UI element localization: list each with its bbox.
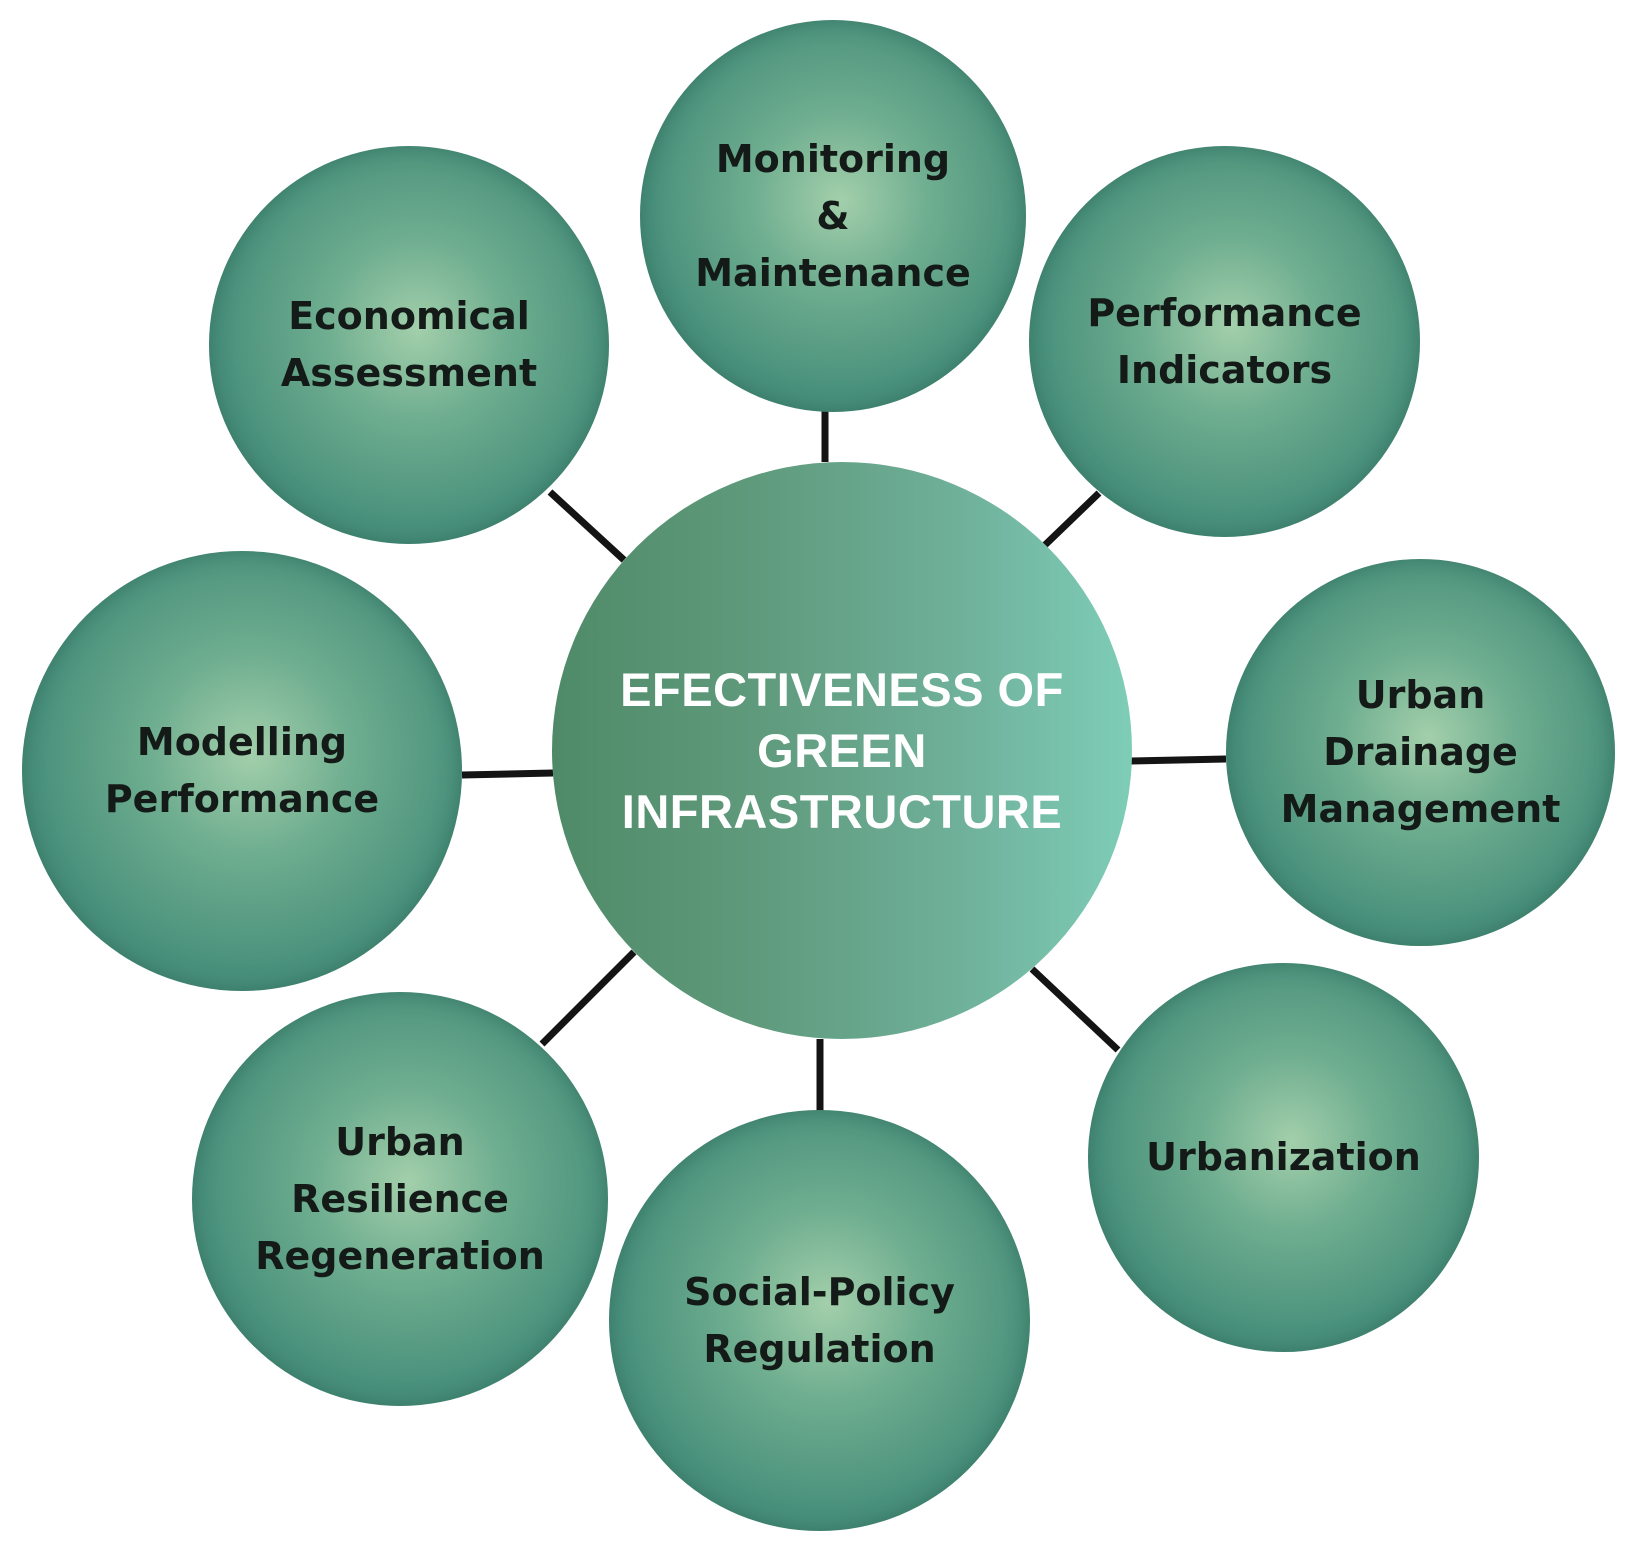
node-performance-indicators-label: Performance Indicators xyxy=(1087,290,1362,392)
center-node: EFECTIVENESS OF GREEN INFRASTRUCTURE xyxy=(552,462,1132,1039)
node-economical-assessment: Economical Assessment xyxy=(209,146,609,544)
node-urban-drainage-management: Urban Drainage Management xyxy=(1226,559,1615,946)
node-urbanization-label: Urbanization xyxy=(1146,1135,1421,1179)
connector-line-urban-resilience xyxy=(539,949,637,1047)
connector-line-performance-indicators xyxy=(1042,490,1102,548)
node-urban-resilience-label: Urban Resilience Regeneration xyxy=(255,1119,545,1278)
node-social-policy-label: Social-Policy Regulation xyxy=(684,1269,955,1371)
connector-line-modelling xyxy=(461,769,554,779)
connector-line-urbanization xyxy=(1029,966,1121,1053)
node-performance-indicators: Performance Indicators xyxy=(1029,146,1420,537)
node-economical-label: Economical Assessment xyxy=(280,294,538,395)
node-urban-drainage-label: Urban Drainage Management xyxy=(1280,673,1561,831)
connector-line-urban-drainage xyxy=(1130,755,1227,765)
node-modelling-performance: Modelling Performance xyxy=(22,551,462,991)
node-urbanization: Urbanization xyxy=(1088,963,1479,1352)
center-title: EFECTIVENESS OF GREEN INFRASTRUCTURE xyxy=(620,663,1064,838)
node-social-policy-regulation: Social-Policy Regulation xyxy=(609,1110,1030,1531)
connector-line-economical xyxy=(547,489,627,563)
node-modelling-label: Modelling Performance xyxy=(104,720,380,821)
node-monitoring-label: Monitoring & Maintenance xyxy=(695,136,971,295)
node-monitoring-maintenance: Monitoring & Maintenance xyxy=(640,20,1026,412)
node-urban-resilience-regeneration: Urban Resilience Regeneration xyxy=(192,992,608,1406)
